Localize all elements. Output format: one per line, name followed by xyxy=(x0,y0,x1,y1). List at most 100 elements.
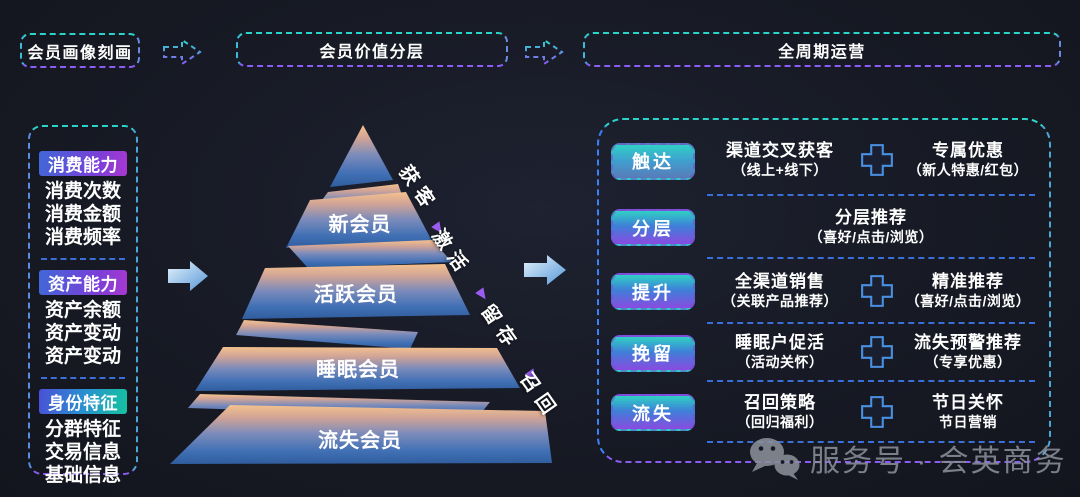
tag-pill-tiering: 分层 xyxy=(611,209,695,246)
group-title-label: 消费能力 xyxy=(48,156,118,175)
strategy-sub: （活动关怀） xyxy=(736,354,824,370)
panel-divider xyxy=(41,377,125,379)
profile-item: 消费频率 xyxy=(44,227,121,248)
pyramid-level-label: 活跃会员 xyxy=(314,282,398,306)
group-title-label: 身份特征 xyxy=(48,394,118,413)
group-title-label: 资产能力 xyxy=(48,275,118,294)
strategy-right: 专属优惠 （新人特惠/红包） xyxy=(901,140,1035,180)
plus-cell xyxy=(853,272,901,310)
strategy-sub: 节日营销 xyxy=(939,413,997,430)
stage-arrow-icon xyxy=(517,354,536,381)
plus-icon xyxy=(861,336,893,368)
plus-cell xyxy=(853,393,901,431)
row-content: 渠道交叉获客 （线上+线下） 专属优惠 （新人特惠/红包） xyxy=(707,126,1035,196)
member-pyramid: 新会员 活跃会员 睡眠会员 流失会员 xyxy=(170,125,552,464)
strategy-title: 召回策略 xyxy=(744,392,816,412)
tag-cell: 挽留 xyxy=(599,324,707,382)
strategy-title: 节日关怀 xyxy=(932,392,1004,412)
tag-label: 挽留 xyxy=(632,344,674,364)
tag-cell: 触达 xyxy=(599,126,707,196)
plus-cell xyxy=(853,141,901,179)
strategy-title: 全渠道销售 xyxy=(735,271,825,291)
profile-item: 分群特征 xyxy=(44,419,121,440)
tag-label: 触达 xyxy=(632,152,674,172)
plus-icon xyxy=(861,395,893,428)
wechat-icon xyxy=(750,438,800,480)
tag-label: 流失 xyxy=(632,403,674,424)
profile-item: 消费金额 xyxy=(44,204,121,225)
group-items-identity: 分群特征 交易信息 基础信息 xyxy=(45,418,121,487)
pyramid-band-new xyxy=(286,192,432,248)
group-title-consumption: 消费能力 xyxy=(39,151,127,176)
pyramid-level-label: 流失会员 xyxy=(318,428,402,452)
plus-cell xyxy=(853,333,901,371)
row-content: 召回策略 （回归福利） 节日关怀 节日营销 xyxy=(707,382,1035,443)
stage-arrow-icon xyxy=(423,207,442,234)
row-content: 分层推荐 （喜好/点击/浏览） xyxy=(707,196,1035,259)
pyramid-level-label: 新会员 xyxy=(329,212,392,236)
lifecycle-row-churn: 流失 召回策略 （回归福利） 节日关怀 节日营销 xyxy=(599,382,1049,443)
profile-item: 交易信息 xyxy=(44,442,121,463)
tag-cell: 流失 xyxy=(599,382,707,443)
watermark: 服务号 · 会英商务 xyxy=(748,436,1067,480)
pyramid-peak xyxy=(330,125,393,187)
pyramid-band-churn xyxy=(170,405,552,464)
lifecycle-operations-panel: 触达 渠道交叉获客 （线上+线下） 专属优惠 （新人特惠/红包） xyxy=(597,118,1051,463)
strategy-title: 流失预警推荐 xyxy=(914,333,1022,352)
strategy-sub: （关联产品推荐） xyxy=(722,292,838,309)
group-items-assets: 资产余额 资产变动 资产变动 xyxy=(45,299,121,368)
step-box-fullcycle-operations: 全周期运营 xyxy=(583,32,1061,67)
pyramid-fold xyxy=(288,240,452,268)
tag-label: 分层 xyxy=(632,218,674,239)
tag-cell: 提升 xyxy=(599,259,707,324)
strategy-right: 流失预警推荐 （专享优惠） xyxy=(901,332,1035,372)
strategy-left: 睡眠户促活 （活动关怀） xyxy=(707,332,853,372)
step-label: 全周期运营 xyxy=(778,43,866,61)
row-content: 睡眠户促活 （活动关怀） 流失预警推荐 （专享优惠） xyxy=(707,324,1035,382)
strategy-right: 节日关怀 节日营销 xyxy=(901,392,1035,432)
strategy-right: 精准推荐 （喜好/点击/浏览） xyxy=(901,271,1035,311)
step-label: 会员画像刻画 xyxy=(27,44,133,62)
member-profile-panel: 消费能力 消费次数 消费金额 消费频率 资产能力 资产余额 资产变动 资产变动 … xyxy=(28,125,138,486)
pyramid-fold xyxy=(236,320,418,349)
strategy-left: 渠道交叉获客 （线上+线下） xyxy=(707,140,853,180)
pyramid-band-active xyxy=(242,264,470,319)
dashed-arrow-icon xyxy=(525,38,564,66)
step-box-value-tiering: 会员价值分层 xyxy=(236,32,508,67)
plus-icon xyxy=(861,144,893,176)
strategy-sub: （回归福利） xyxy=(736,413,824,430)
group-title-assets: 资产能力 xyxy=(39,270,127,295)
profile-item: 资产变动 xyxy=(44,323,121,344)
strategy-title: 渠道交叉获客 xyxy=(726,141,834,160)
strategy-left: 召回策略 （回归福利） xyxy=(707,392,853,432)
strategy-sub: （新人特惠/红包） xyxy=(907,162,1029,178)
strategy-left: 全渠道销售 （关联产品推荐） xyxy=(707,271,853,311)
watermark-text: 服务号 · 会英商务 xyxy=(810,445,1067,478)
strategy-sub: （线上+线下） xyxy=(732,162,828,178)
profile-item: 消费次数 xyxy=(44,181,121,202)
profile-item: 基础信息 xyxy=(44,465,121,486)
pyramid-level-label: 睡眠会员 xyxy=(316,357,400,381)
profile-item: 资产余额 xyxy=(44,300,121,321)
dashed-arrow-icon xyxy=(163,38,202,66)
pyramid-band-sleep xyxy=(195,347,520,391)
strategy-center: 分层推荐 （喜好/点击/浏览） xyxy=(707,207,1035,247)
panel-divider xyxy=(41,258,125,260)
tag-pill-winback: 挽留 xyxy=(611,334,695,372)
tag-pill-uplift: 提升 xyxy=(611,273,695,310)
profile-item: 资产变动 xyxy=(44,346,121,367)
lifecycle-row-reach: 触达 渠道交叉获客 （线上+线下） 专属优惠 （新人特惠/红包） xyxy=(599,126,1049,196)
flow-arrow-icon xyxy=(168,261,208,291)
step-box-member-portrait: 会员画像刻画 xyxy=(20,33,140,68)
strategy-title: 睡眠户促活 xyxy=(735,333,825,352)
stage-arrow-icon xyxy=(467,273,486,300)
tag-pill-churn: 流失 xyxy=(611,394,695,431)
step-label: 会员价值分层 xyxy=(319,43,425,61)
tag-pill-reach: 触达 xyxy=(611,142,695,180)
tag-cell: 分层 xyxy=(599,196,707,259)
flow-arrow-icon xyxy=(524,255,566,285)
strategy-sub: （专享优惠） xyxy=(924,354,1012,370)
lifecycle-row-uplift: 提升 全渠道销售 （关联产品推荐） 精准推荐 （喜好/点击/浏览） xyxy=(599,259,1049,324)
strategy-sub: （喜好/点击/浏览） xyxy=(808,228,934,245)
